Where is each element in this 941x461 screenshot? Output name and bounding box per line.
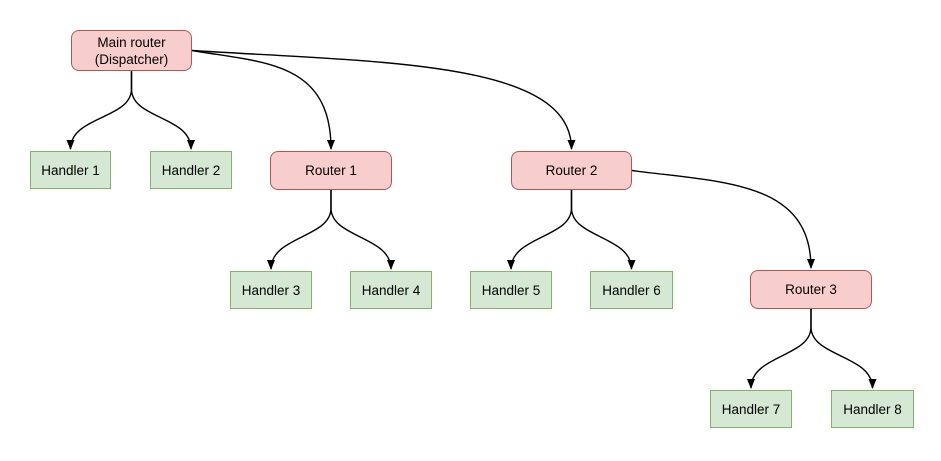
edge-router-2-to-handler-5 bbox=[507, 190, 573, 270]
edge-router-1-to-handler-3 bbox=[267, 190, 332, 270]
node-router-1: Router 1 bbox=[270, 151, 392, 190]
edge-router-3-to-handler-7 bbox=[747, 309, 812, 389]
edge-router-1-to-handler-4 bbox=[330, 190, 395, 270]
edge-router-3-to-handler-8 bbox=[810, 309, 877, 389]
node-handler-8: Handler 8 bbox=[831, 390, 914, 428]
edge-main-router-to-router-1 bbox=[191, 49, 335, 150]
edge-router-2-to-router-3 bbox=[631, 169, 815, 269]
node-handler-1: Handler 1 bbox=[30, 151, 111, 189]
edge-main-router-to-handler-2 bbox=[130, 71, 195, 150]
node-handler-3: Handler 3 bbox=[230, 271, 312, 309]
node-main-router: Main router (Dispatcher) bbox=[71, 30, 192, 71]
node-handler-2: Handler 2 bbox=[150, 151, 232, 189]
node-handler-7: Handler 7 bbox=[710, 390, 792, 428]
edge-router-2-to-handler-6 bbox=[570, 190, 636, 270]
node-handler-6: Handler 6 bbox=[590, 271, 673, 309]
node-handler-4: Handler 4 bbox=[350, 271, 432, 309]
edge-main-router-to-router-2 bbox=[191, 49, 576, 150]
edge-main-router-to-handler-1 bbox=[66, 71, 133, 150]
node-router-2: Router 2 bbox=[511, 151, 632, 190]
node-router-3: Router 3 bbox=[750, 270, 872, 309]
node-handler-5: Handler 5 bbox=[470, 271, 552, 309]
